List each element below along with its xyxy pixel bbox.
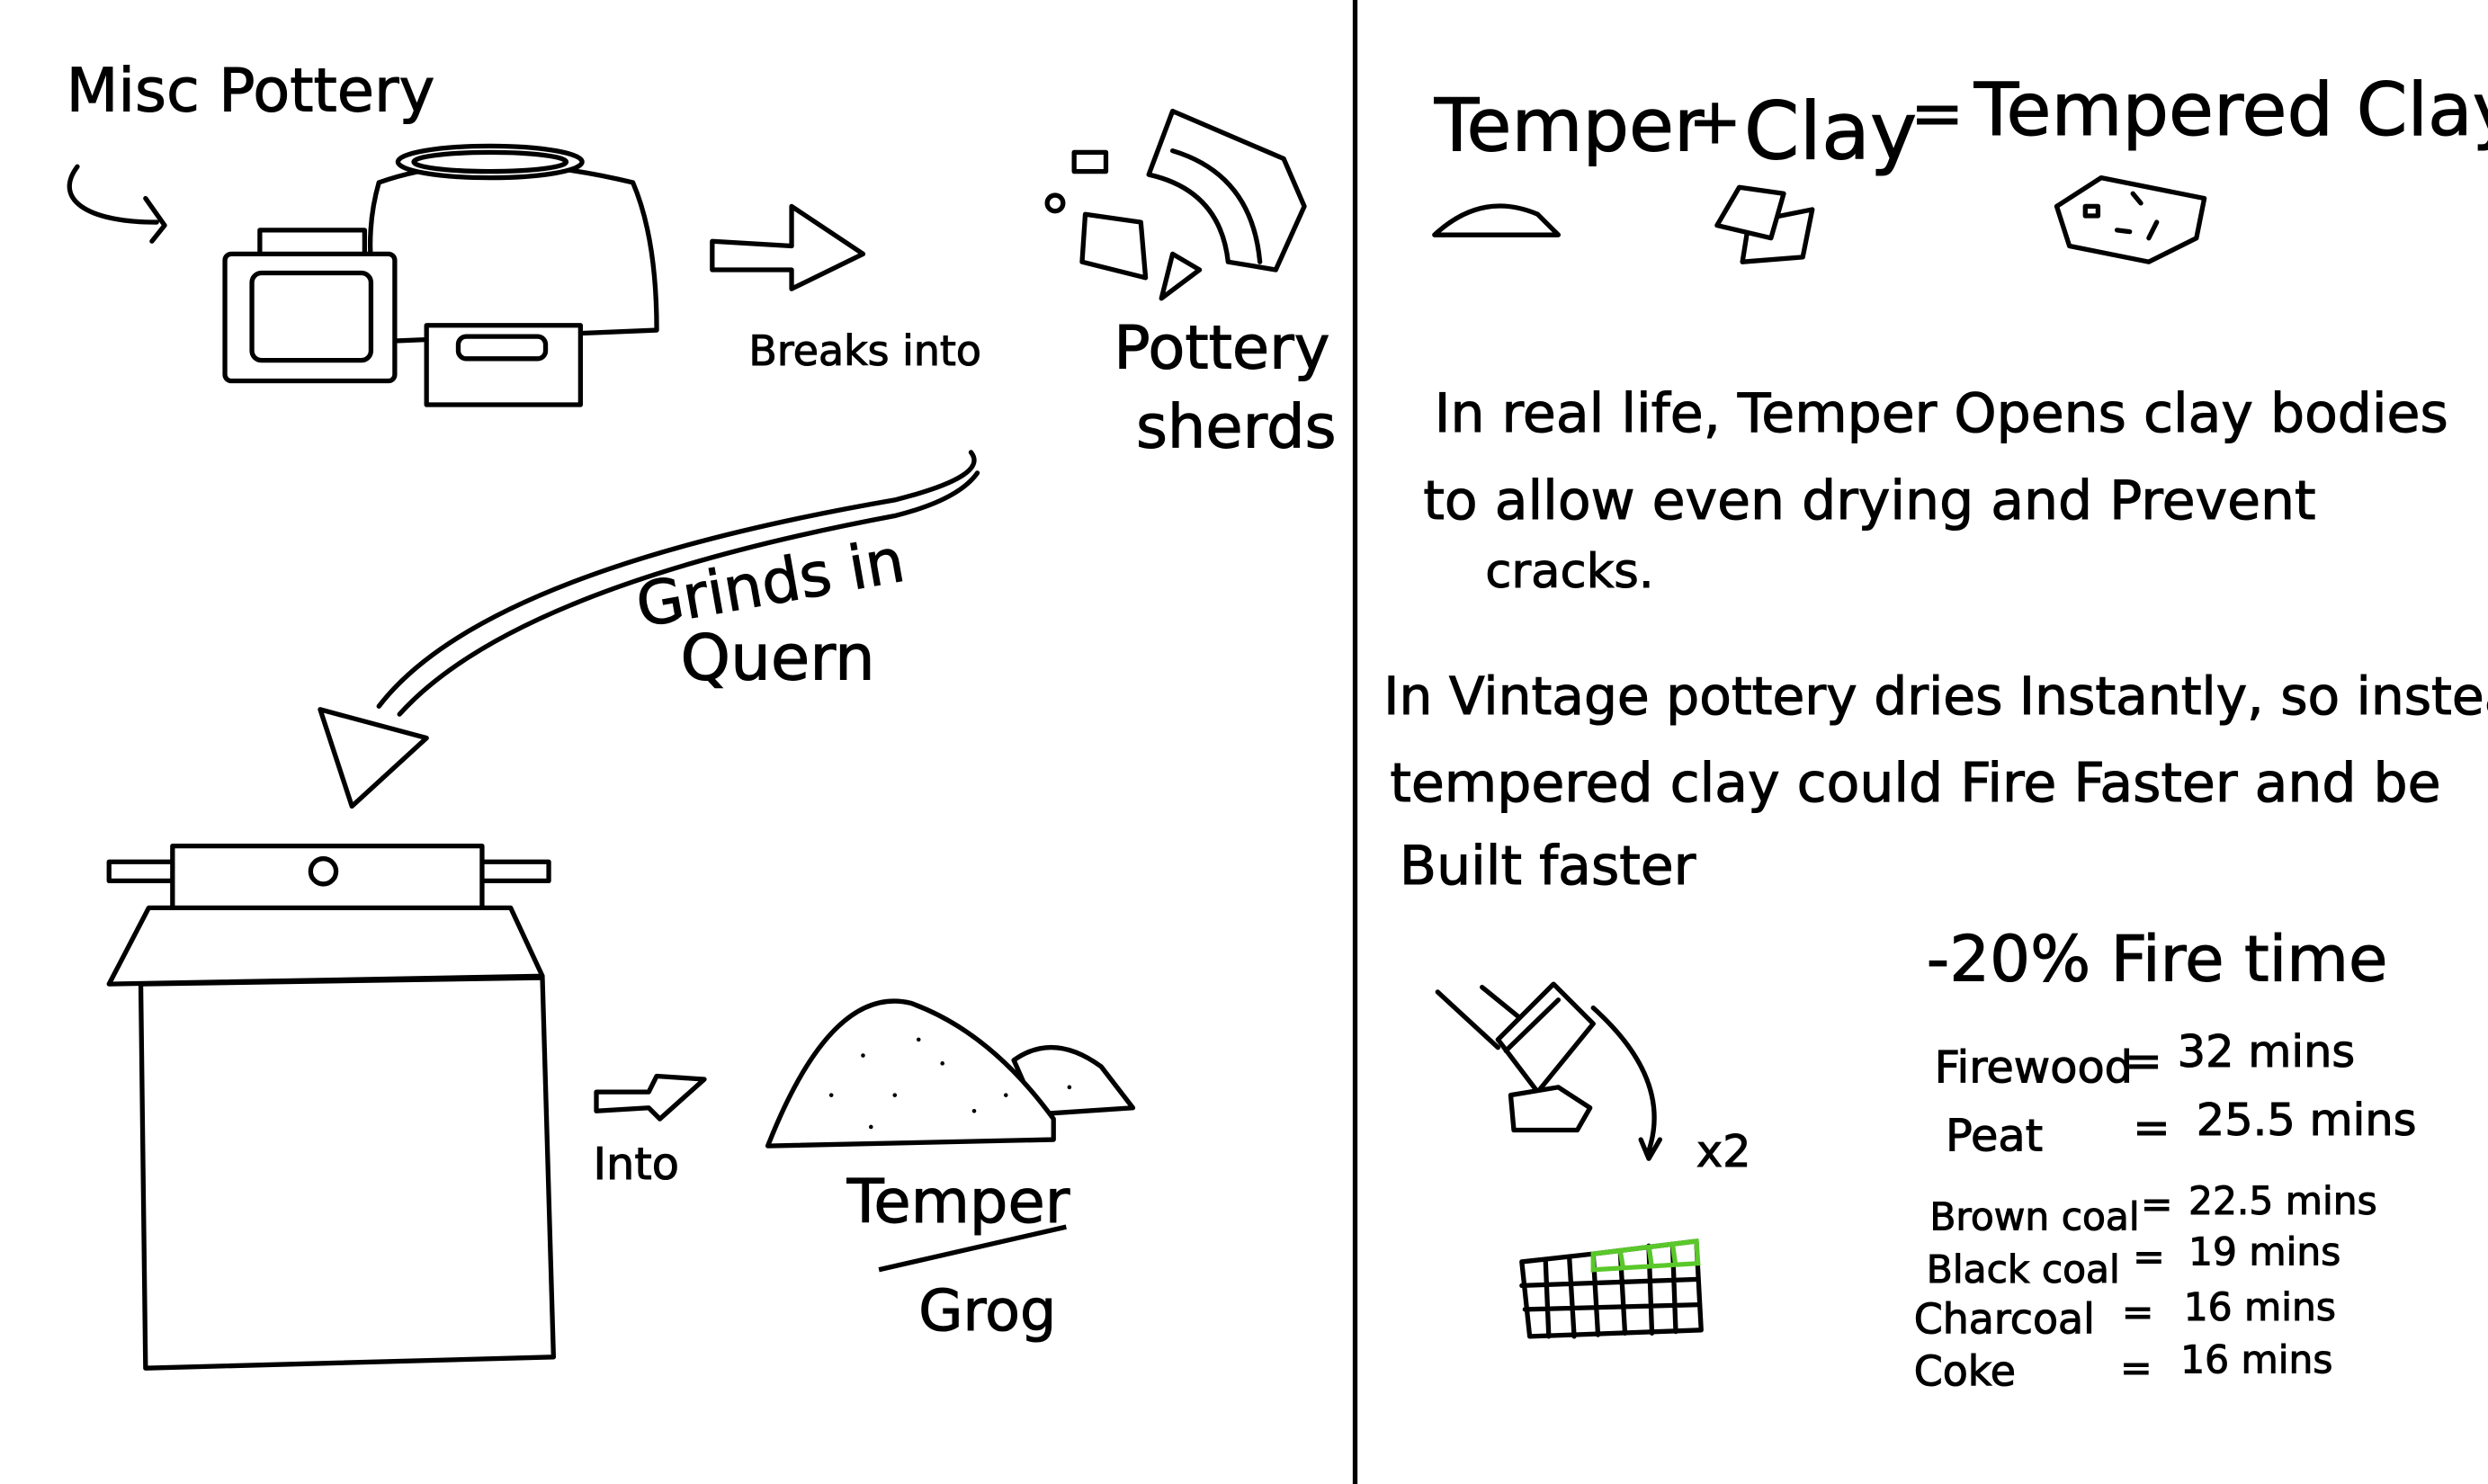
clay-block-icon bbox=[1714, 184, 1815, 264]
equation-clay: Clay bbox=[1744, 85, 1917, 177]
fire-time-row: Coke = 16 mins bbox=[1913, 1337, 2333, 1396]
paragraph-line: In real life, Temper Opens clay bodies bbox=[1435, 382, 2448, 445]
fire-time-row: Black coal = 19 mins bbox=[1926, 1229, 2341, 1292]
fire-time-value: 22.5 mins bbox=[2188, 1179, 2377, 1223]
paragraph-line: cracks. bbox=[1485, 544, 1653, 599]
fire-time-row: Brown coal = 22.5 mins bbox=[1929, 1178, 2377, 1239]
curved-arrow-icon bbox=[67, 164, 167, 244]
fuel-name: Charcoal bbox=[1914, 1294, 2095, 1343]
fuel-name: Firewood bbox=[1935, 1041, 2133, 1094]
grog-label: Grog bbox=[918, 1277, 1056, 1344]
equation-temper: Temper bbox=[1434, 85, 1705, 169]
inventory-grid-icon bbox=[1519, 1238, 1704, 1339]
fire-time-row: Charcoal = 16 mins bbox=[1913, 1285, 2336, 1344]
equation-equals: = bbox=[1911, 76, 1964, 150]
fire-time-value: 19 mins bbox=[2188, 1229, 2340, 1274]
equals-sign: = bbox=[2133, 1102, 2170, 1154]
temper-clay-equation: Temper + Clay = Tempered Clay bbox=[1433, 67, 2488, 178]
multiplier-label: x2 bbox=[1696, 1125, 1751, 1177]
divider-line bbox=[878, 1224, 1067, 1273]
paragraph-line: In Vintage pottery dries Instantly, so i… bbox=[1383, 666, 2488, 727]
fuel-name: Coke bbox=[1914, 1347, 2016, 1396]
curved-arrow-icon bbox=[376, 450, 980, 717]
fuel-name: Peat bbox=[1946, 1109, 2043, 1161]
paragraph-line: to allow even drying and Prevent bbox=[1423, 469, 2315, 532]
fuel-name: Black coal bbox=[1927, 1247, 2120, 1292]
fuel-name: Brown coal bbox=[1929, 1195, 2139, 1239]
fire-time-value: 32 mins bbox=[2178, 1025, 2355, 1077]
equals-sign: = bbox=[2120, 1345, 2152, 1390]
paragraph-line: Built faster bbox=[1400, 835, 1696, 898]
right-panel: Temper + Clay = Tempered Clay In real li… bbox=[1383, 67, 2488, 1396]
arrowhead-icon bbox=[318, 707, 429, 809]
paragraph-real-life: In real life, Temper Opens clay bodies t… bbox=[1423, 381, 2448, 599]
fire-time-value: 16 mins bbox=[2184, 1285, 2336, 1329]
fire-time-value: 25.5 mins bbox=[2197, 1094, 2417, 1146]
equals-sign: = bbox=[2141, 1183, 2172, 1227]
equals-sign: = bbox=[2122, 1291, 2153, 1335]
arrow-right-icon bbox=[710, 203, 866, 291]
breaks-into-label: Breaks into bbox=[748, 326, 981, 375]
paragraph-vintage: In Vintage pottery dries Instantly, so i… bbox=[1383, 666, 2488, 898]
into-label: Into bbox=[593, 1138, 678, 1190]
arrow-right-icon bbox=[594, 1073, 707, 1122]
equation-plus: + bbox=[1688, 84, 1741, 158]
fire-time-value: 16 mins bbox=[2180, 1337, 2332, 1381]
chisel-icon bbox=[1435, 981, 1662, 1161]
quern-icon bbox=[106, 843, 556, 1371]
temper-label: Temper bbox=[846, 1167, 1070, 1237]
equals-sign: = bbox=[2133, 1235, 2164, 1279]
temper-pile-icon bbox=[765, 998, 1136, 1149]
left-panel: Misc Pottery Breaks into Pottery sherds … bbox=[66, 55, 1337, 1371]
fire-time-row: Firewood = 32 mins bbox=[1934, 1024, 2356, 1094]
pottery-sherds-label-line1: Pottery bbox=[1114, 312, 1329, 382]
pottery-sherds-label-line2: sherds bbox=[1136, 392, 1337, 462]
pottery-sherds-icon bbox=[1044, 108, 1307, 301]
fire-times-list: Firewood = 32 mins Peat = 25.5 mins Brow… bbox=[1913, 1024, 2417, 1396]
misc-pottery-title: Misc Pottery bbox=[67, 56, 435, 126]
quern-label: Quern bbox=[681, 620, 875, 694]
fire-time-heading: -20% Fire time bbox=[1927, 922, 2388, 997]
equals-sign: = bbox=[2125, 1034, 2161, 1086]
equation-result: Tempered Clay bbox=[1973, 68, 2488, 153]
tempered-clay-icon bbox=[2054, 174, 2207, 264]
paragraph-line: tempered clay could Fire Faster and be bbox=[1390, 752, 2440, 815]
pottery-pots-icon bbox=[222, 143, 659, 407]
temper-pile-icon bbox=[1432, 203, 1562, 237]
fire-time-row: Peat = 25.5 mins bbox=[1945, 1093, 2417, 1162]
